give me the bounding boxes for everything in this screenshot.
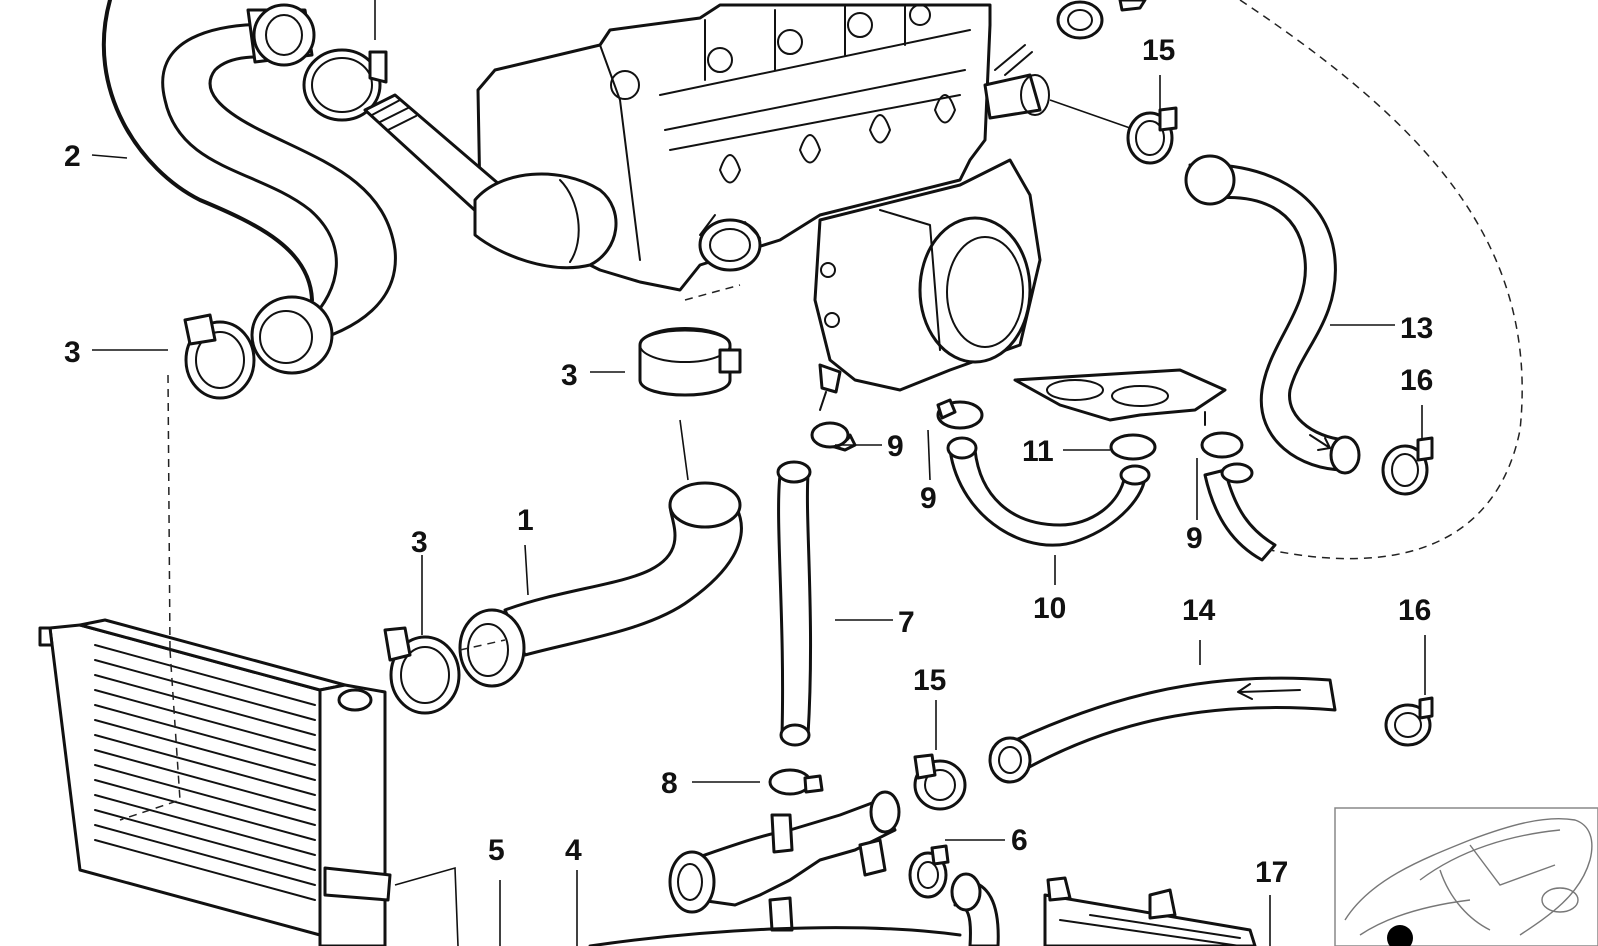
callout-5: 5 [488, 834, 505, 867]
clamp-15-lower [913, 753, 967, 811]
hose-2-outline [101, 0, 314, 302]
callout-15-upper: 15 [1142, 34, 1175, 67]
radiator [38, 618, 392, 946]
engine-inlet-pipe [363, 93, 618, 270]
hose-4 [588, 872, 1000, 946]
clamp-16-lower [1384, 696, 1434, 747]
callout-8: 8 [661, 767, 678, 800]
hose-1 [458, 481, 743, 688]
callout-14: 14 [1182, 594, 1216, 627]
clamp-3-middle [638, 327, 742, 397]
pipe-4-connector [668, 790, 901, 932]
callout-4: 4 [565, 834, 582, 867]
callout-17: 17 [1255, 856, 1288, 889]
callout-labels: 2 3 3 3 1 9 9 9 11 10 7 14 16 15 8 6 5 4… [64, 34, 1433, 889]
callout-16-upper: 16 [1400, 364, 1433, 397]
callout-1: 1 [517, 504, 534, 537]
leader-lines [91, 0, 1426, 946]
car-locator-thumbnail [1334, 807, 1598, 946]
clamp-8 [768, 768, 824, 796]
clamp-3-lower [383, 626, 461, 715]
gasket-plate [1013, 368, 1227, 426]
clamp-15-upper [1126, 106, 1178, 165]
callout-3-middle: 3 [561, 359, 578, 392]
clamp-upper-left [302, 48, 388, 122]
callout-2: 2 [64, 140, 81, 173]
hose-2 [161, 3, 397, 375]
thermostat-housing [813, 158, 1042, 411]
dashed-reference-lines [119, 0, 1523, 821]
callout-9-right: 9 [1186, 522, 1203, 555]
clamp-16-upper [1381, 436, 1434, 496]
clamp-11 [1109, 433, 1157, 461]
callout-13: 13 [1400, 312, 1433, 345]
hose-7 [776, 460, 813, 747]
callout-10: 10 [1033, 592, 1066, 625]
clamp-9-left [810, 421, 857, 452]
location-dot-icon [1387, 925, 1413, 946]
clamp-top-right [1056, 0, 1147, 40]
hose-10 [946, 436, 1151, 547]
callout-6: 6 [1011, 824, 1028, 857]
clamp-6 [908, 844, 950, 899]
clamp-3-left [183, 313, 256, 400]
hose-14 [988, 676, 1337, 784]
callout-15-lower: 15 [913, 664, 946, 697]
hose-13 [1184, 154, 1361, 475]
hose-small-right [1203, 462, 1277, 562]
callout-11: 11 [1022, 435, 1054, 468]
bracket-17 [1043, 876, 1257, 946]
callout-3-lower: 3 [411, 526, 428, 559]
callout-16-lower: 16 [1398, 594, 1431, 627]
callout-7: 7 [898, 606, 915, 639]
callout-9-left: 9 [887, 430, 904, 463]
clamp-9-middle [936, 398, 984, 430]
callout-3-left: 3 [64, 336, 81, 369]
clamp-9-right [1200, 431, 1244, 459]
callout-9-middle: 9 [920, 482, 937, 515]
